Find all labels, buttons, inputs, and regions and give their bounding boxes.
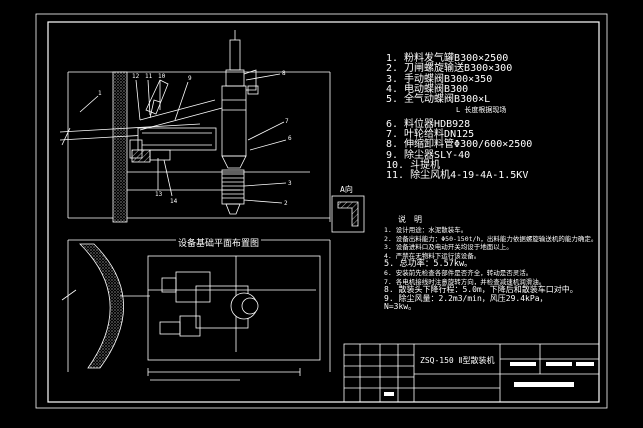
detail-a-label: A向	[340, 185, 353, 194]
elevation-view	[59, 30, 331, 223]
telescopic-spout	[221, 169, 245, 215]
note-item: 3. 设备进料口及电动开关均设于地面以上。	[384, 243, 513, 252]
svg-text:7: 7	[285, 118, 289, 125]
notes-list: 1. 设计用途：水泥散装车。 2. 设备出料能力：Φ50-150t/h，出料能力…	[384, 226, 598, 312]
parts-list-item: 10. 斗提机	[386, 159, 441, 171]
parts-list-item: 4. 电动蝶阀B300	[386, 83, 469, 95]
note-item: 9. 除尘风量：2.2m3/min，风压29.4kPa，	[384, 293, 548, 303]
note-item: 8. 散装头下降行程：5.0m，下降后和散装车口对中。	[384, 285, 578, 295]
svg-text:13: 13	[155, 191, 163, 198]
concrete-wall	[112, 71, 128, 223]
svg-text:3: 3	[288, 180, 292, 187]
parts-list-item: 6. 料位器HDB928	[386, 118, 471, 130]
svg-text:10: 10	[158, 73, 166, 80]
svg-text:2: 2	[284, 200, 288, 207]
note-item: 1. 设计用途：水泥散装车。	[384, 226, 468, 234]
parts-list-item: 1. 粉料发气罐B300×2500	[386, 53, 509, 64]
svg-text:1: 1	[98, 90, 102, 97]
notes-heading: 说 明	[398, 215, 422, 224]
curved-wall	[79, 243, 124, 369]
parts-list-item: 8. 伸缩卸料管Φ300/600×2500	[386, 139, 533, 151]
parts-list-item: 5. 全气动蝶阀B300×L	[386, 94, 491, 106]
parts-list-note: L 长度根据现场	[456, 106, 507, 115]
parts-list-item: 7. 叶轮给料DN125	[386, 129, 475, 141]
plan-title: 设备基础平面布置图	[176, 236, 262, 249]
silo-tank	[221, 85, 247, 157]
svg-text:12: 12	[132, 73, 140, 80]
screw-conveyor	[137, 127, 217, 151]
svg-text:8: 8	[282, 70, 286, 77]
svg-text:6: 6	[288, 135, 292, 142]
elevation-leader-numbers: 1 12 11 10 9 8 7 6 3 2 13 14	[98, 70, 292, 207]
note-item: 6. 安装前先检查各部件是否齐全，转动是否灵活。	[384, 268, 533, 277]
svg-text:9: 9	[188, 75, 192, 82]
drawing-title: ZSQ-150 Ⅱ型散装机	[420, 356, 495, 365]
parts-list-item: 2. 刀闸螺旋输送B300×300	[386, 63, 513, 75]
detail-a	[331, 195, 365, 233]
parts-list: 1. 粉料发气罐B300×2500 2. 刀闸螺旋输送B300×300 3. 手…	[386, 53, 596, 182]
plan-view	[61, 239, 331, 381]
note-item: 7. 各电机接线时注意旋转方向，并检查减速机润滑油。	[384, 277, 546, 286]
svg-text:11: 11	[145, 73, 153, 80]
note-item: 5. 总功率：5.57kw。	[384, 259, 473, 270]
parts-list-item: 3. 手动蝶阀B300×350	[386, 73, 493, 85]
note-item: 4. 严禁在无物料下运行该设备。	[384, 251, 481, 260]
note-item: N=3kw。	[384, 302, 417, 312]
parts-list-item: 9. 除尘器SLY-40	[386, 149, 471, 161]
outer-frame	[35, 13, 608, 409]
title-block	[343, 343, 600, 403]
inner-frame	[47, 21, 600, 403]
note-item: 2. 设备出料能力：Φ50-150t/h，出料能力依据螺旋输送机的能力确定。	[384, 234, 598, 243]
svg-text:14: 14	[170, 198, 178, 205]
parts-list-item: 11. 除尘风机4-19-4A-1.5KV	[386, 170, 529, 182]
